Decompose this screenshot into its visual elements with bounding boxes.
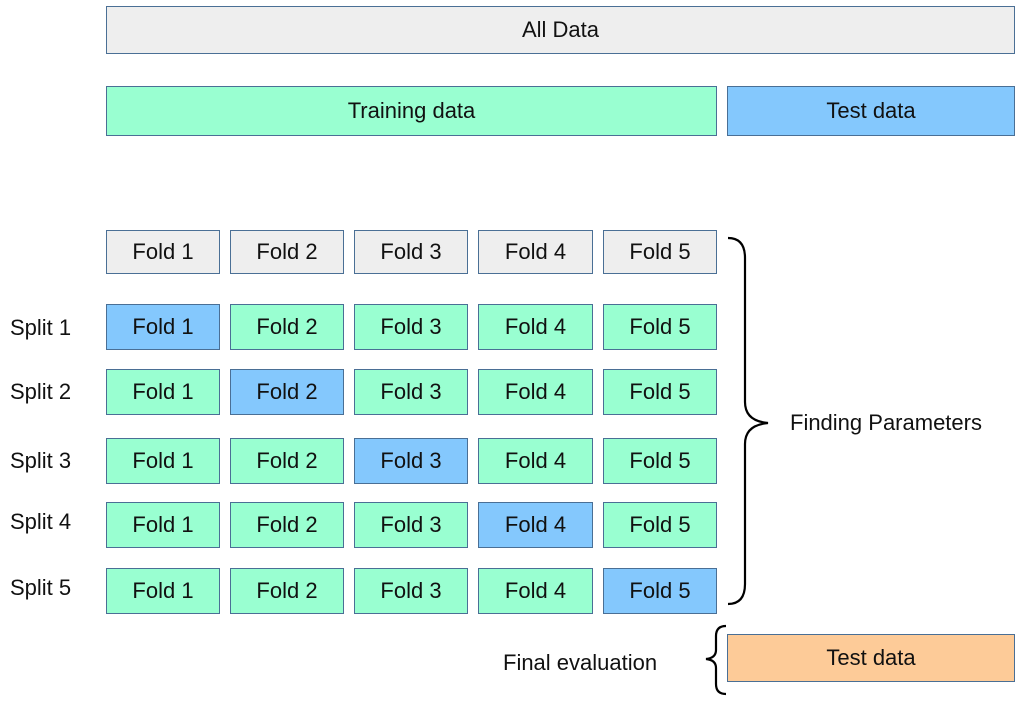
header-fold-5-label: Fold 5 [629, 239, 691, 264]
fold-cell: Fold 2 [230, 304, 344, 350]
test-data-label: Test data [826, 98, 916, 123]
fold-cell: Fold 4 [478, 568, 593, 614]
fold-cell: Fold 5 [603, 438, 717, 484]
fold-cell-label: Fold 3 [380, 314, 442, 339]
fold-cell: Fold 1 [106, 304, 220, 350]
training-data-label: Training data [347, 98, 476, 123]
split-label: Split 1 [10, 315, 72, 340]
fold-cell: Fold 5 [603, 502, 717, 548]
header-fold-5: Fold 5 [603, 230, 717, 274]
training-data-bar: Training data [106, 86, 717, 136]
fold-cell: Fold 4 [478, 304, 593, 350]
fold-cell: Fold 5 [603, 304, 717, 350]
fold-cell: Fold 2 [230, 438, 344, 484]
header-fold-1-label: Fold 1 [132, 239, 194, 264]
header-fold-2-label: Fold 2 [256, 239, 318, 264]
final-test-data-label: Test data [826, 645, 916, 670]
split-label: Split 4 [10, 509, 72, 534]
fold-cell-label: Fold 3 [380, 512, 442, 537]
fold-cell-label: Fold 3 [380, 379, 442, 404]
fold-cell: Fold 3 [354, 568, 468, 614]
fold-cell: Fold 3 [354, 369, 468, 415]
fold-cell-label: Fold 5 [629, 578, 691, 603]
fold-cell: Fold 4 [478, 502, 593, 548]
header-fold-4-label: Fold 4 [504, 239, 567, 264]
split-label: Split 3 [10, 448, 72, 473]
fold-cell: Fold 1 [106, 502, 220, 548]
fold-cell-label: Fold 5 [629, 379, 691, 404]
fold-cell-label: Fold 5 [629, 448, 691, 473]
split-label: Split 2 [10, 379, 72, 404]
header-fold-1: Fold 1 [106, 230, 220, 274]
final-evaluation-brace [705, 624, 727, 696]
fold-cell-label: Fold 1 [132, 448, 194, 473]
fold-cell: Fold 3 [354, 438, 468, 484]
final-test-data-bar: Test data [727, 634, 1015, 682]
fold-cell-label: Fold 1 [132, 314, 194, 339]
fold-cell-label: Fold 3 [380, 578, 442, 603]
header-fold-2: Fold 2 [230, 230, 344, 274]
fold-cell-label: Fold 2 [256, 578, 318, 603]
fold-cell: Fold 4 [478, 369, 593, 415]
fold-cell-label: Fold 3 [380, 448, 442, 473]
fold-cell-label: Fold 2 [256, 512, 318, 537]
fold-cell-label: Fold 1 [132, 379, 194, 404]
final-evaluation-label: Final evaluation [503, 650, 658, 675]
fold-cell-label: Fold 2 [256, 314, 318, 339]
fold-cell-label: Fold 4 [504, 512, 567, 537]
test-data-bar: Test data [727, 86, 1015, 136]
fold-cell: Fold 2 [230, 502, 344, 548]
fold-cell: Fold 5 [603, 568, 717, 614]
fold-cell-label: Fold 4 [504, 314, 567, 339]
fold-cell: Fold 5 [603, 369, 717, 415]
fold-cell: Fold 1 [106, 568, 220, 614]
fold-cell: Fold 1 [106, 438, 220, 484]
fold-cell-label: Fold 2 [256, 448, 318, 473]
header-fold-3: Fold 3 [354, 230, 468, 274]
fold-cell: Fold 2 [230, 369, 344, 415]
header-fold-3-label: Fold 3 [380, 239, 442, 264]
header-fold-4: Fold 4 [478, 230, 593, 274]
fold-cell: Fold 4 [478, 438, 593, 484]
fold-cell: Fold 3 [354, 502, 468, 548]
fold-cell-label: Fold 4 [504, 379, 567, 404]
fold-cell: Fold 3 [354, 304, 468, 350]
fold-cell: Fold 2 [230, 568, 344, 614]
all-data-label: All Data [521, 17, 600, 42]
fold-cell: Fold 1 [106, 369, 220, 415]
fold-cell-label: Fold 1 [132, 578, 194, 603]
split-label: Split 5 [10, 575, 72, 600]
all-data-bar: All Data [106, 6, 1015, 54]
fold-cell-label: Fold 5 [629, 512, 691, 537]
finding-parameters-label: Finding Parameters [790, 410, 982, 435]
finding-parameters-brace [727, 236, 769, 606]
fold-cell-label: Fold 1 [132, 512, 194, 537]
fold-cell-label: Fold 5 [629, 314, 691, 339]
fold-cell-label: Fold 2 [256, 379, 318, 404]
fold-cell-label: Fold 4 [504, 448, 567, 473]
fold-cell-label: Fold 4 [504, 578, 567, 603]
